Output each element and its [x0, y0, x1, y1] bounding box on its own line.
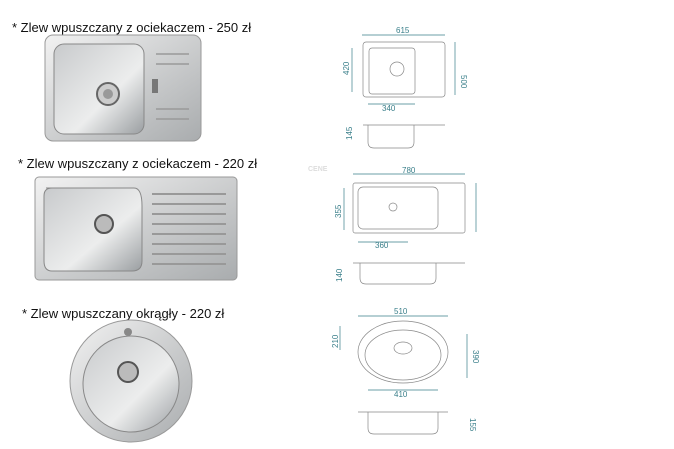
dimension-label: 140	[335, 268, 344, 282]
product-title-3: * Zlew wpuszczany okrągły - 220 zł	[22, 306, 225, 321]
dimension-label: 410	[394, 390, 408, 399]
sink-photo-3	[69, 319, 193, 443]
dimension-label: 510	[394, 307, 408, 316]
dimension-label: 340	[382, 104, 396, 113]
technical-drawing-3: 510 410 210 390 155	[331, 307, 480, 435]
dimension-label: 210	[331, 334, 340, 348]
dimension-label: 390	[471, 350, 480, 364]
dimension-label: 500	[459, 75, 468, 89]
watermark: CENE	[308, 166, 328, 173]
product-title-1: * Zlew wpuszczany z ociekaczem - 250 zł	[12, 20, 252, 35]
sink-photo-1	[44, 34, 202, 142]
technical-drawing-1: 615 340 420 500 145	[342, 26, 468, 149]
dimension-label: 355	[334, 204, 343, 218]
product-title-2: * Zlew wpuszczany z ociekaczem - 220 zł	[18, 156, 258, 171]
dimension-label: 360	[375, 241, 389, 250]
dimension-label: 145	[345, 126, 354, 140]
dimension-label: 155	[468, 418, 477, 432]
dimension-label: 780	[402, 166, 416, 175]
sink-photo-2	[34, 176, 238, 281]
dimension-label: 420	[342, 61, 351, 75]
dimension-label: 615	[396, 26, 410, 35]
